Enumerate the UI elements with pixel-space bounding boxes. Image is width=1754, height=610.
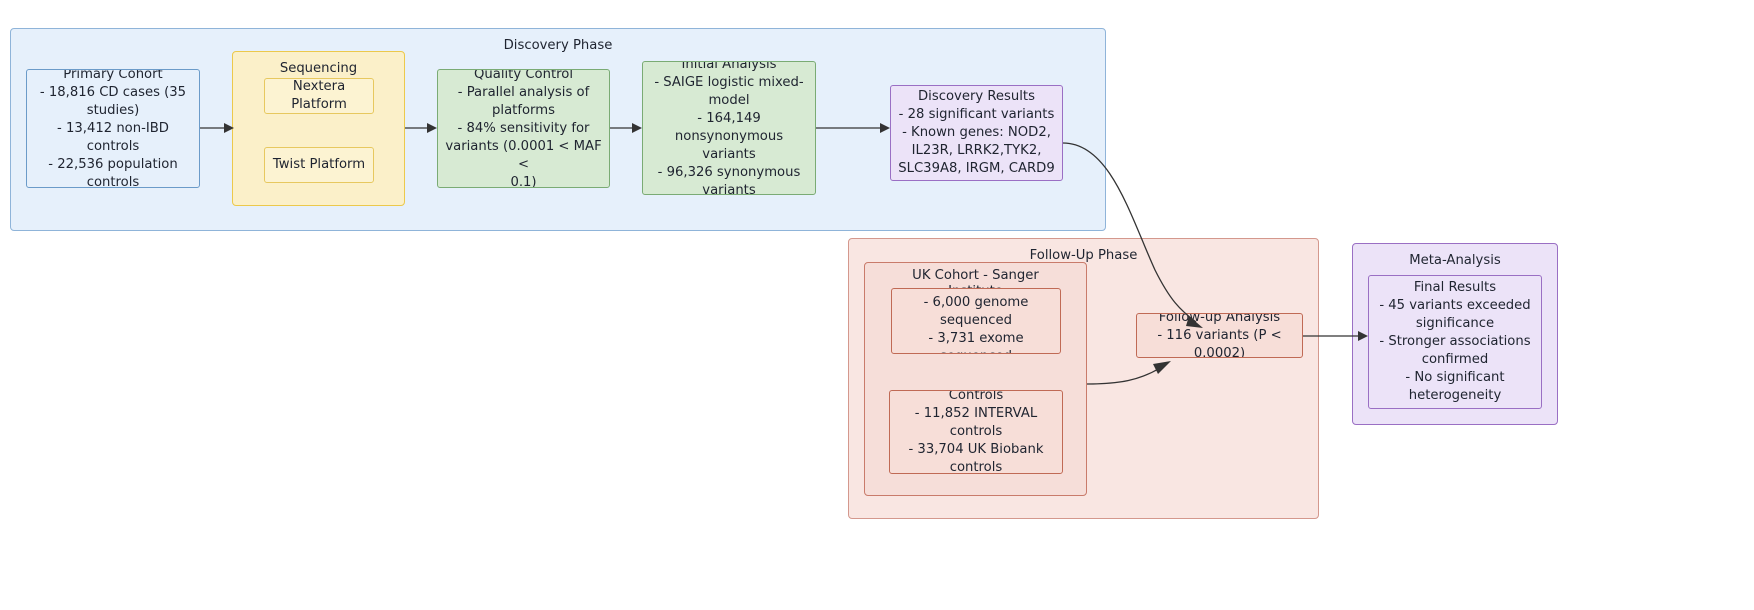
text-line: 0.1) [510, 174, 537, 188]
node-final-results[interactable]: Final Results - 45 variants exceeded sig… [1368, 275, 1542, 409]
text-line: - 164,149 nonsynonymous [674, 111, 784, 144]
text-line: SLC39A8, IRGM, CARD9 [898, 161, 1055, 176]
text-line: - Stronger associations [1379, 334, 1531, 349]
node-initial-analysis-text: Initial Analysis - SAIGE logistic mixed-… [649, 61, 809, 195]
text-line: CD Cases [898, 289, 1054, 294]
node-primary-cohort[interactable]: Primary Cohort - 18,816 CD cases (35 stu… [26, 69, 200, 188]
text-line: - 6,000 genome sequenced [923, 295, 1029, 328]
node-follow-up-analysis-text: Follow-up Analysis - 116 variants (P < 0… [1143, 313, 1296, 358]
text-line: variants [702, 147, 756, 162]
text-line: studies) [86, 102, 140, 118]
text-line: Primary Cohort [63, 69, 163, 82]
node-twist-platform-text: Twist Platform [271, 156, 367, 174]
text-line: significance [1415, 316, 1495, 331]
text-line: - 22,536 population [48, 156, 178, 172]
text-line: Initial Analysis [681, 61, 777, 72]
node-quality-control[interactable]: Quality Control - Parallel analysis of p… [437, 69, 610, 188]
text-line: - Known genes: NOD2, [902, 125, 1051, 140]
text-line: Follow-up Analysis [1158, 313, 1281, 325]
text-line: Final Results [1413, 280, 1497, 295]
text-line: Controls [948, 390, 1004, 403]
node-discovery-results-text: Discovery Results - 28 significant varia… [897, 88, 1056, 178]
text-line: - 33,704 UK Biobank [908, 442, 1044, 457]
node-cd-cases[interactable]: CD Cases - 6,000 genome sequenced - 3,73… [891, 288, 1061, 354]
cluster-discovery-phase-label: Discovery Phase [503, 38, 613, 53]
node-controls[interactable]: Controls - 11,852 INTERVAL controls - 33… [889, 390, 1063, 474]
text-line: controls [86, 174, 140, 188]
node-twist-platform[interactable]: Twist Platform [264, 147, 374, 183]
text-line: controls [949, 460, 1003, 474]
cluster-meta-analysis-label: Meta-Analysis [1409, 253, 1501, 268]
node-primary-cohort-text: Primary Cohort - 18,816 CD cases (35 stu… [33, 69, 193, 188]
node-follow-up-analysis[interactable]: Follow-up Analysis - 116 variants (P < 0… [1136, 313, 1303, 358]
text-line: - 84% sensitivity for [457, 120, 590, 136]
text-line: variants (0.0001 < MAF < [445, 138, 602, 172]
text-line: - 3,731 exome sequenced [928, 331, 1024, 353]
text-line: - 96,326 synonymous [657, 165, 801, 180]
node-quality-control-text: Quality Control - Parallel analysis of p… [444, 69, 603, 188]
text-line: - 45 variants exceeded [1379, 298, 1531, 313]
text-line: - 28 significant variants [898, 107, 1055, 122]
node-nextera-platform-text: Nextera Platform [271, 79, 367, 113]
text-line: IL23R, LRRK2,TYK2, [911, 143, 1042, 158]
text-line: heterogeneity [1408, 388, 1502, 403]
text-line: - Parallel analysis of [457, 84, 590, 100]
text-line: platforms [492, 102, 555, 118]
text-line: variants [702, 183, 756, 195]
node-cd-cases-text: CD Cases - 6,000 genome sequenced - 3,73… [898, 289, 1054, 353]
text-line: confirmed [1421, 352, 1489, 367]
node-initial-analysis[interactable]: Initial Analysis - SAIGE logistic mixed-… [642, 61, 816, 195]
node-controls-text: Controls - 11,852 INTERVAL controls - 33… [896, 390, 1056, 474]
cluster-sequencing-label: Sequencing [279, 61, 358, 76]
text-line: Discovery Results [918, 89, 1035, 104]
text-line: Quality Control [474, 69, 573, 82]
text-line: - 11,852 INTERVAL controls [914, 406, 1038, 439]
text-line: model [708, 93, 750, 108]
node-discovery-results[interactable]: Discovery Results - 28 significant varia… [890, 85, 1063, 181]
text-line: Nextera Platform [291, 79, 347, 112]
text-line: - 116 variants (P < 0.0002) [1157, 327, 1282, 358]
text-line: - 13,412 non-IBD controls [57, 120, 169, 154]
node-final-results-text: Final Results - 45 variants exceeded sig… [1375, 279, 1535, 405]
text-line: Twist Platform [272, 157, 366, 172]
text-line: - No significant [1405, 370, 1505, 385]
text-line: - SAIGE logistic mixed- [654, 75, 804, 90]
node-nextera-platform[interactable]: Nextera Platform [264, 78, 374, 114]
text-line: - 18,816 CD cases (35 [39, 84, 187, 100]
